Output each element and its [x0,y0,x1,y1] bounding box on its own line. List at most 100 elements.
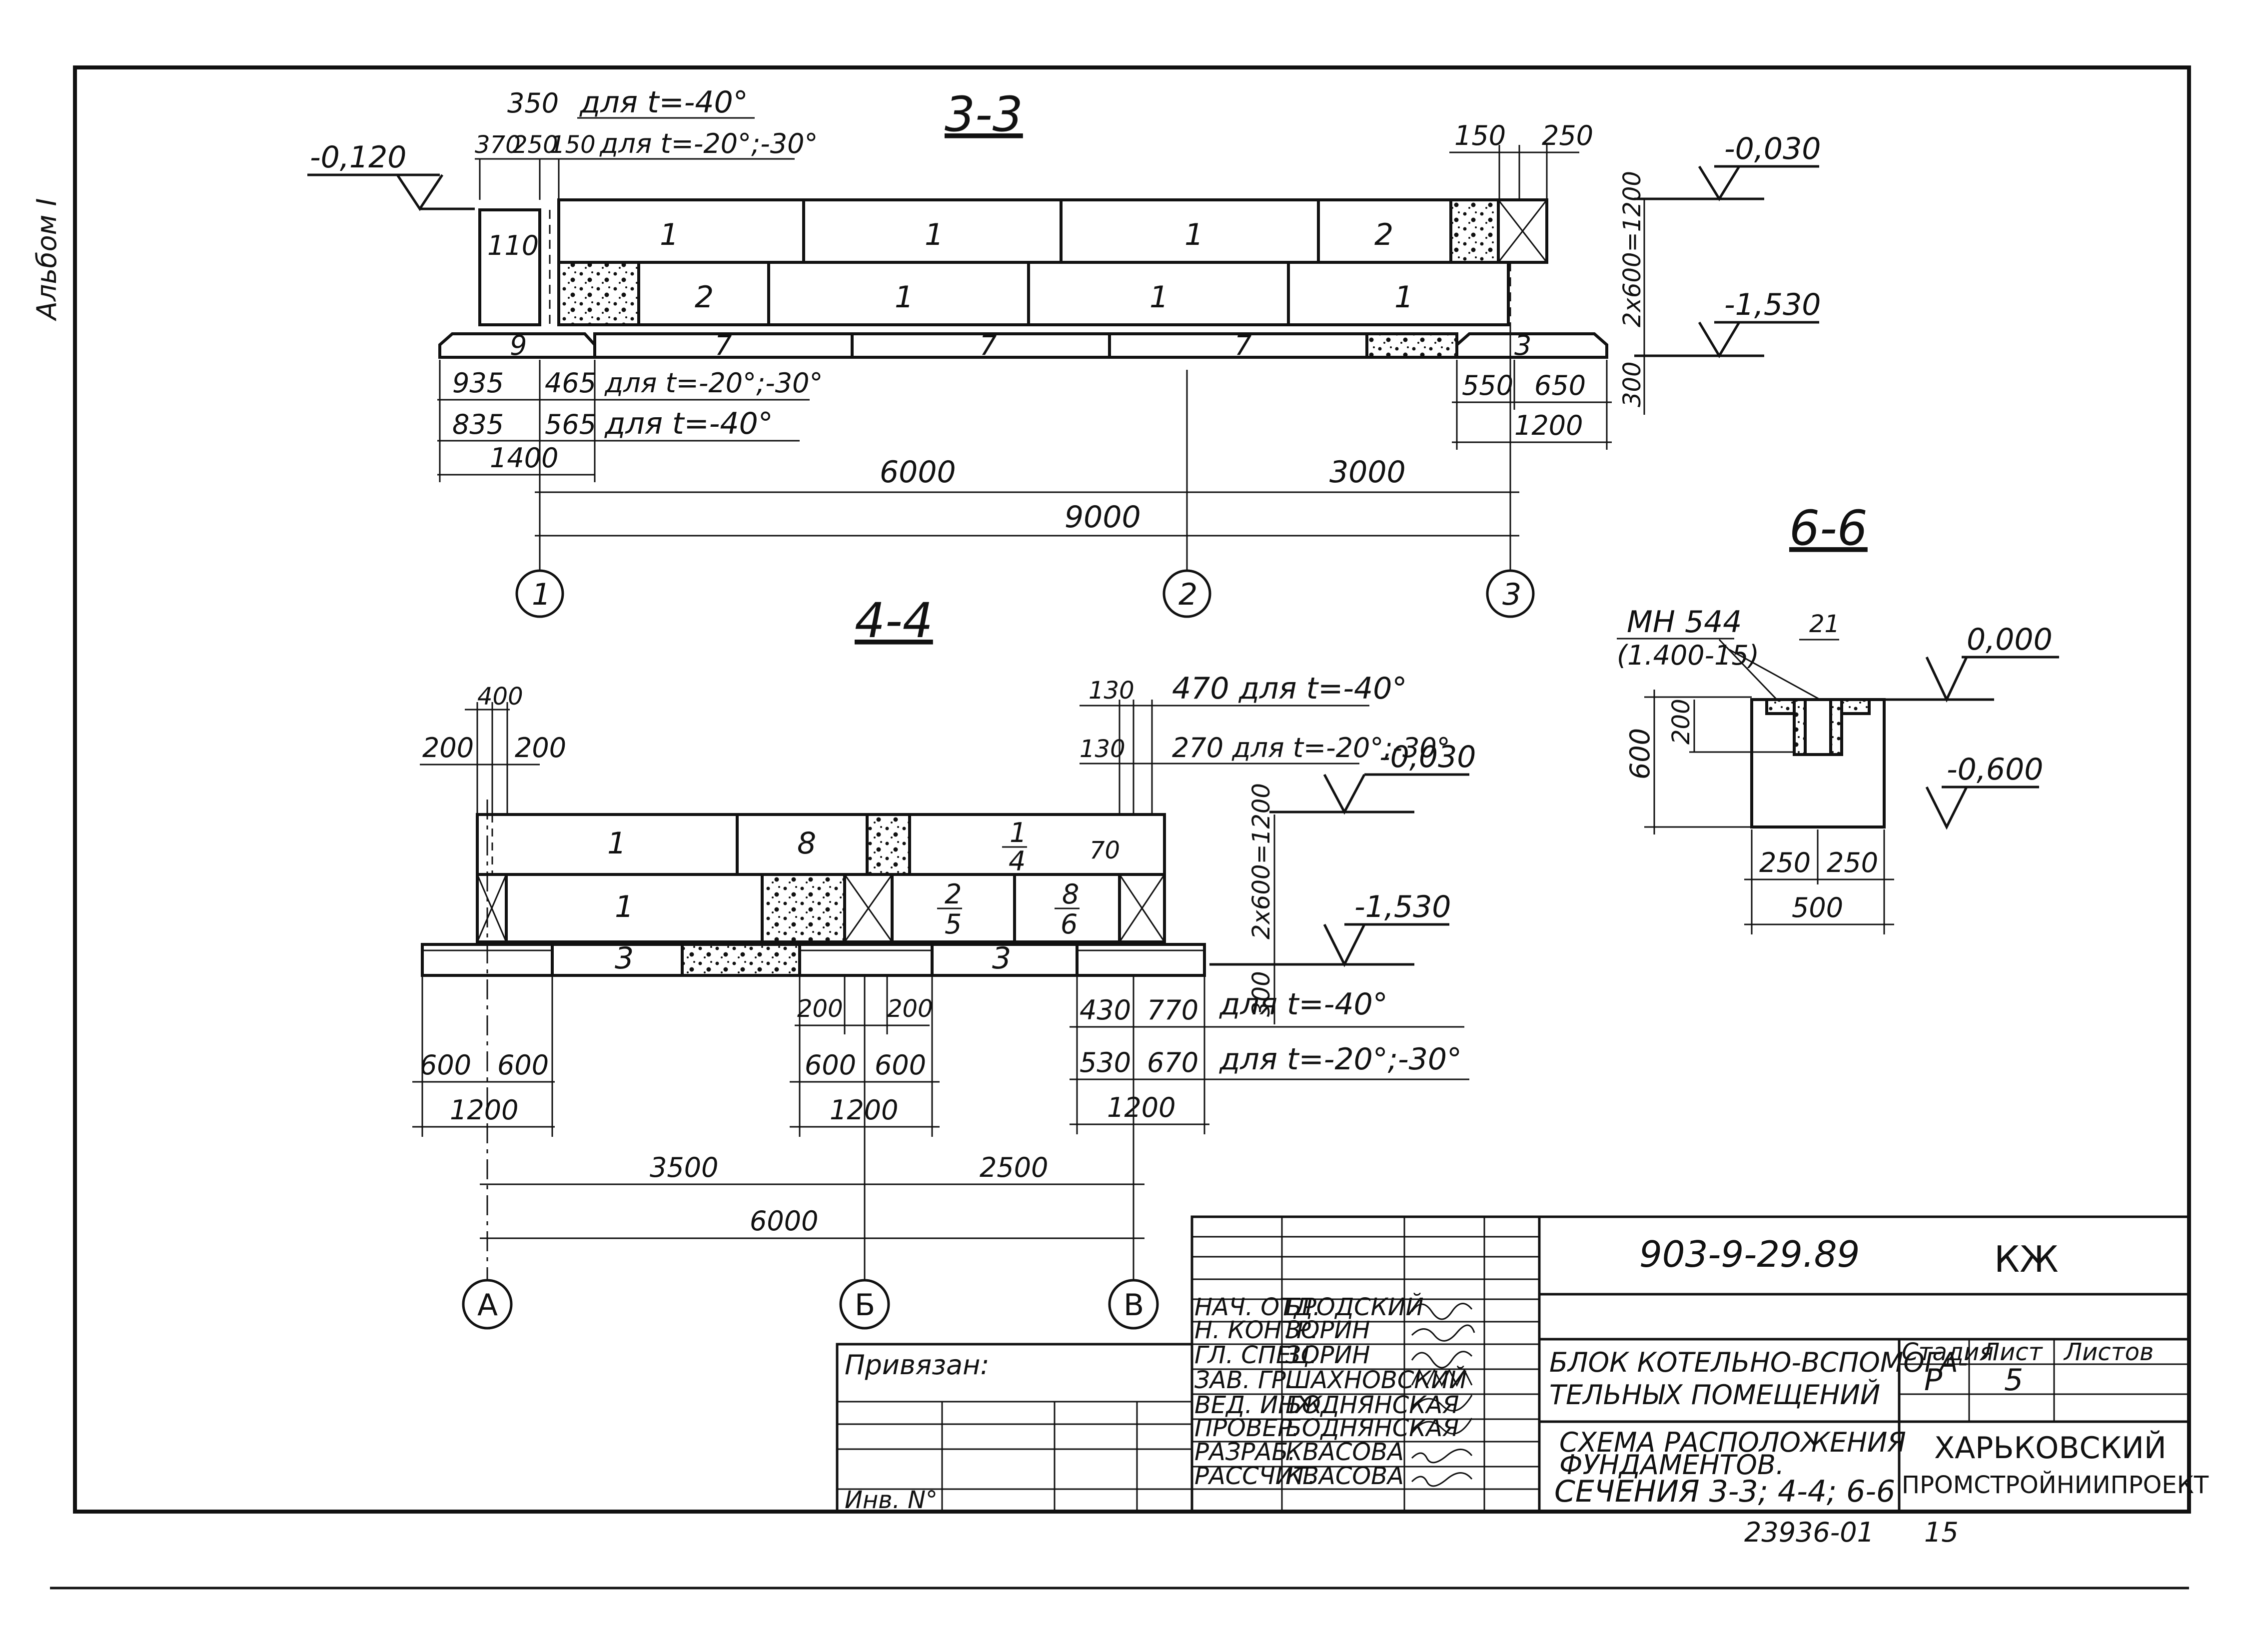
dim-465: 465 [545,367,596,399]
note-270: 270 для t=-20°;-30° [1172,732,1450,764]
side-stamp: Альбом I [31,198,62,321]
name-7: КВАСОВА [1285,1462,1404,1490]
dim-200a: 200 [422,732,474,764]
r2-mark-1: 1 [615,889,634,924]
r2-frac1-top: 2 [945,878,962,910]
fr-530: 530 [1080,1047,1131,1078]
dim-1400: 1400 [490,442,558,474]
sheets-label: Листов [2063,1338,2154,1366]
dim-130a: 130 [1089,677,1134,705]
dim-right-250: 250 [1542,120,1593,151]
fr-770: 770 [1147,994,1198,1026]
role-5: ПРОВЕР. [1194,1414,1299,1442]
name-4: БОДНЯНСКАЯ [1285,1391,1459,1419]
r2-frac2-bottom: 6 [1061,908,1078,940]
dim-6-6-200: 200 [1667,699,1695,745]
dim-130b: 130 [1080,735,1125,763]
dim-6-6-250b: 250 [1827,847,1878,878]
note-bl-row1: для t=-20°;-30° [604,367,823,399]
dim-350: 350 [507,87,559,119]
org-line-1: ХАРЬКОВСКИЙ [1934,1430,2167,1466]
role-1: Н. КОНТР. [1194,1316,1318,1344]
height-1200: 2x600=1200 [1618,171,1646,327]
height-300: 300 [1618,361,1646,407]
role-3: ЗАВ. ГР. [1194,1366,1293,1394]
level-4-4-top: -0,030 [1379,740,1476,775]
doc-mark: КЖ [1994,1238,2059,1280]
dim-right-150: 150 [1454,120,1506,151]
dim-550: 550 [1462,370,1513,401]
dim-6-6-600: 600 [1624,728,1656,780]
r1-mark-8: 8 [797,826,816,861]
fm-200a: 200 [797,995,843,1023]
fr-670: 670 [1147,1047,1198,1078]
height-4-4-1200: 2x600=1200 [1247,783,1275,939]
row1-mark-4: 2 [1374,217,1393,252]
dim-835: 835 [452,409,504,440]
role-4: ВЕД. ИНЖ. [1194,1391,1329,1419]
foot-4-4-3a: 3 [615,941,634,976]
dim-70: 70 [1090,836,1120,864]
signatures [1411,1303,1475,1487]
archive-number: 23936-01 [1744,1517,1874,1548]
foot-mark-7b: 7 [980,330,997,361]
dim-650: 650 [1534,370,1586,401]
role-0: НАЧ. ОТД. [1194,1293,1320,1321]
axis-B: Б [855,1288,875,1323]
dim-935: 935 [452,367,504,399]
dim-400: 400 [477,683,523,711]
title-block: НАЧ. ОТД. БРОДСКИЙ Н. КОНТР. ЗОРИН ГЛ. С… [836,1215,2209,1514]
role-6: РАЗРАБ. [1194,1438,1296,1466]
embed-sub: (1.400-15) [1617,640,1759,671]
axis-2: 2 [1178,577,1197,612]
fm-200b: 200 [887,995,933,1023]
dim-21: 21 [1809,610,1840,638]
fl-1200: 1200 [450,1094,518,1126]
fm-600b: 600 [875,1049,926,1081]
foot-mark-9: 9 [510,330,527,361]
row1-mark-3: 1 [1184,217,1203,252]
fr-row2-note: для t=-20°;-30° [1219,1042,1462,1077]
r2-frac1-bottom: 5 [945,908,962,940]
section-4-4: 4-4 400 200 200 130 470 для t=-40° 130 2… [412,593,1476,1330]
level-left: -0,120 [310,140,406,175]
fm-600a: 600 [805,1049,856,1081]
sheet-label: Лист [1981,1338,2044,1366]
foot-mark-7a: 7 [715,330,732,361]
level-right-top: -0,030 [1724,131,1821,166]
fr-1200: 1200 [1107,1092,1175,1123]
section-6-6-title: 6-6 [1789,500,1868,556]
r2-frac2-top: 8 [1062,878,1079,910]
level-4-4-bottom: -1,530 [1354,889,1451,924]
span-4-4-2500: 2500 [980,1152,1048,1183]
height-4-4-300: 300 [1247,971,1275,1017]
bound-label: Привязан: [845,1349,990,1381]
org-line-2: ПРОМСТРОЙНИИПРОЕКТ [1902,1471,2209,1499]
section-6-6: 6-6 МН 544 (1.400-15) 21 0,000 -0,600 60… [1617,500,2059,934]
row2-mark-2: 1 [895,280,914,315]
section-3-3: 3-3 350 для t=-40° 370 250 150 для t=-20… [307,85,1821,618]
row1-mark-2: 1 [925,217,944,252]
axis-1: 1 [532,577,551,612]
level-6-6-bottom: -0,600 [1947,752,2043,787]
embed-label: МН 544 [1627,605,1742,640]
sheet-title-1: СХЕМА РАСПОЛОЖЕНИЯ [1559,1427,1906,1458]
foot-mark-3: 3 [1514,330,1531,361]
row2-mark-4: 1 [1394,280,1413,315]
sheet-no: 5 [2004,1363,2023,1398]
level-right-bottom: -1,530 [1724,287,1821,322]
axis-3: 3 [1502,577,1521,612]
dim-565: 565 [545,409,596,440]
total-4-4-6000: 6000 [750,1205,818,1237]
axis-A: А [477,1288,498,1323]
fl-600a: 600 [420,1049,471,1081]
note-minus40-top: для t=-40° [579,85,748,120]
fr-row1-note: для t=-40° [1219,987,1388,1022]
name-6: КВАСОВА [1285,1438,1404,1466]
fl-600b: 600 [497,1049,549,1081]
span-3000: 3000 [1329,455,1406,490]
dim-6-6-500: 500 [1792,892,1843,923]
note-minus20-30-top: для t=-20°;-30° [599,128,818,159]
sheet-title-2: ФУНДАМЕНТОВ. [1559,1449,1784,1481]
r1-frac-top: 1 [1010,817,1027,848]
